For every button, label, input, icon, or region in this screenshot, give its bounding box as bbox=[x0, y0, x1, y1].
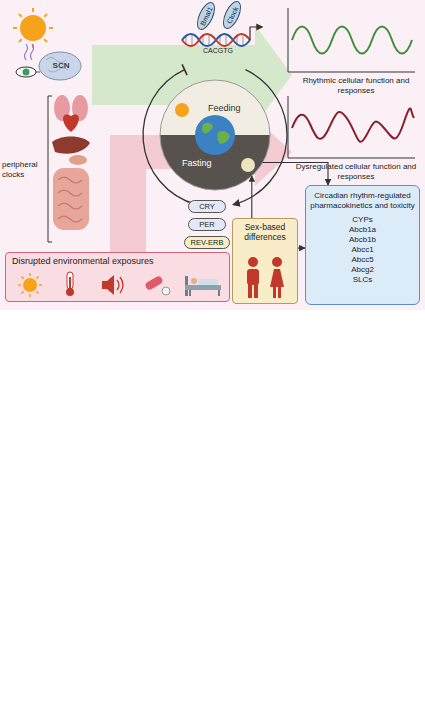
blanket bbox=[198, 279, 218, 285]
heart bbox=[63, 114, 79, 132]
sun-rays bbox=[13, 8, 53, 48]
sun bbox=[20, 15, 46, 41]
node-text-line: Abcb1b bbox=[310, 235, 415, 245]
node-text: Clock bbox=[225, 6, 239, 25]
connector-arrow bbox=[263, 163, 328, 186]
globe-land bbox=[202, 122, 230, 144]
gene-oval: Clock bbox=[219, 0, 244, 32]
clock-protein: CRY bbox=[188, 200, 226, 213]
liver bbox=[52, 136, 90, 153]
intestine-folds bbox=[58, 177, 82, 222]
node-text: PER bbox=[199, 220, 214, 229]
feeding-fasting-circle: FeedingFasting bbox=[160, 80, 270, 190]
light-waves bbox=[25, 44, 34, 60]
chart-caption: Rhythmic cellular function and responses bbox=[292, 76, 420, 96]
male-figure-leg bbox=[254, 284, 258, 298]
patient-head bbox=[191, 278, 197, 284]
bracket bbox=[48, 96, 52, 242]
dna-strand bbox=[182, 34, 250, 46]
bed-icon bbox=[185, 285, 221, 290]
small-sun bbox=[175, 103, 189, 117]
male-figure-leg bbox=[248, 284, 252, 298]
optic-tract bbox=[36, 72, 40, 73]
node-text-line: SLCs bbox=[310, 275, 415, 285]
node-text: Sex-based differences bbox=[235, 222, 295, 242]
sound-waves bbox=[117, 277, 123, 293]
node-text-line: Abcb1a bbox=[310, 225, 415, 235]
dysregulated-wave bbox=[292, 108, 414, 141]
rhythmic-wave bbox=[292, 27, 412, 54]
bed-legs bbox=[190, 290, 219, 296]
dna-rungs bbox=[186, 35, 243, 45]
node-text: Bmal1 bbox=[199, 6, 214, 27]
iris bbox=[23, 69, 30, 76]
male-figure bbox=[247, 269, 259, 285]
node-text-line: Fasting bbox=[182, 158, 212, 168]
exposure-box: Disrupted environmental exposures bbox=[5, 252, 230, 302]
background-panel bbox=[0, 0, 425, 310]
node-text-line: Abcc1 bbox=[310, 245, 415, 255]
chart-axes bbox=[288, 96, 415, 158]
thermometer-icon bbox=[67, 272, 73, 289]
sun-rays bbox=[18, 273, 42, 297]
male-figure-head bbox=[248, 257, 258, 267]
dna-motif-label: CACGTG bbox=[195, 47, 241, 54]
female-figure bbox=[270, 269, 284, 287]
thermometer-bulb bbox=[66, 288, 74, 296]
cycle-arrow bbox=[234, 70, 287, 205]
female-figure-leg bbox=[278, 286, 281, 298]
node-text: Circadian rhythm-regulated pharmacokinet… bbox=[310, 191, 415, 211]
thermometer-level bbox=[69, 277, 71, 290]
connector-arrow bbox=[298, 248, 305, 249]
pharmacokinetics-box: Circadian rhythm-regulated pharmacokinet… bbox=[305, 185, 420, 305]
clock-protein: REV-ERB bbox=[184, 236, 230, 249]
node-text-line: Abcc5 bbox=[310, 255, 415, 265]
bed-headboard bbox=[185, 276, 188, 296]
connector-arrow bbox=[251, 176, 252, 218]
feedback-arc bbox=[143, 70, 196, 205]
inhibition-bar bbox=[182, 64, 187, 75]
dna-strand bbox=[182, 34, 250, 46]
pill-icon bbox=[144, 275, 164, 291]
transcription-arrow bbox=[250, 27, 262, 40]
female-figure-head bbox=[272, 257, 282, 267]
stomach bbox=[69, 155, 87, 165]
node-text-line: CYPs bbox=[310, 215, 415, 225]
brain-region-label: SCN bbox=[49, 61, 73, 70]
globe bbox=[195, 115, 235, 155]
eye bbox=[16, 67, 36, 77]
moon bbox=[241, 158, 255, 172]
node-text: REV-ERB bbox=[191, 238, 224, 247]
factor-box: Sex-based differences bbox=[232, 218, 298, 304]
organ-group-label: peripheral clocks bbox=[2, 160, 46, 180]
node-text-line: Abcg2 bbox=[310, 265, 415, 275]
female-figure-leg bbox=[273, 286, 276, 298]
node-text: Disrupted environmental exposures bbox=[12, 256, 223, 267]
node-text: CRY bbox=[199, 202, 215, 211]
brain bbox=[39, 52, 81, 80]
chart-axes bbox=[288, 8, 415, 72]
chart-caption: Dysregulated cellular function and respo… bbox=[292, 162, 420, 182]
sun-icon bbox=[23, 278, 37, 292]
clock-outline bbox=[160, 80, 270, 190]
node-text: Feeding bbox=[208, 103, 241, 113]
gene-oval: Bmal1 bbox=[193, 0, 218, 33]
clock-protein: PER bbox=[188, 218, 226, 231]
tablet-icon bbox=[162, 287, 170, 295]
intestine bbox=[53, 168, 89, 230]
speaker-icon bbox=[102, 275, 114, 295]
